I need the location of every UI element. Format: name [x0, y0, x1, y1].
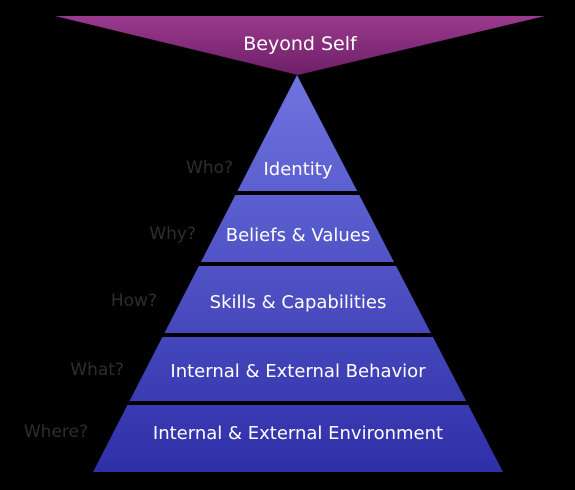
layer-separator	[197, 262, 398, 266]
layer-question-label: How?	[111, 291, 157, 311]
layer-separator	[126, 401, 470, 405]
layer-label: Internal & External Behavior	[170, 361, 426, 382]
layer-label: Beliefs & Values	[226, 225, 371, 246]
beyond-self-triangle	[55, 16, 545, 75]
layer-separator	[161, 333, 434, 337]
layer-question-label: Why?	[149, 224, 196, 244]
beyond-self-label: Beyond Self	[243, 33, 358, 55]
pyramid-body	[93, 75, 503, 472]
layer-question-label: Who?	[186, 158, 233, 178]
layer-separators	[126, 191, 470, 405]
layer-label: Identity	[264, 159, 333, 180]
layer-separator	[234, 191, 361, 195]
beyond-self-section: Beyond Self	[55, 16, 545, 75]
layer-question-label: Where?	[24, 422, 88, 442]
question-labels: Who? Why? How? What? Where?	[24, 158, 233, 442]
layer-label: Skills & Capabilities	[210, 292, 387, 313]
layer-label: Internal & External Environment	[153, 423, 443, 444]
layer-question-label: What?	[70, 360, 124, 380]
